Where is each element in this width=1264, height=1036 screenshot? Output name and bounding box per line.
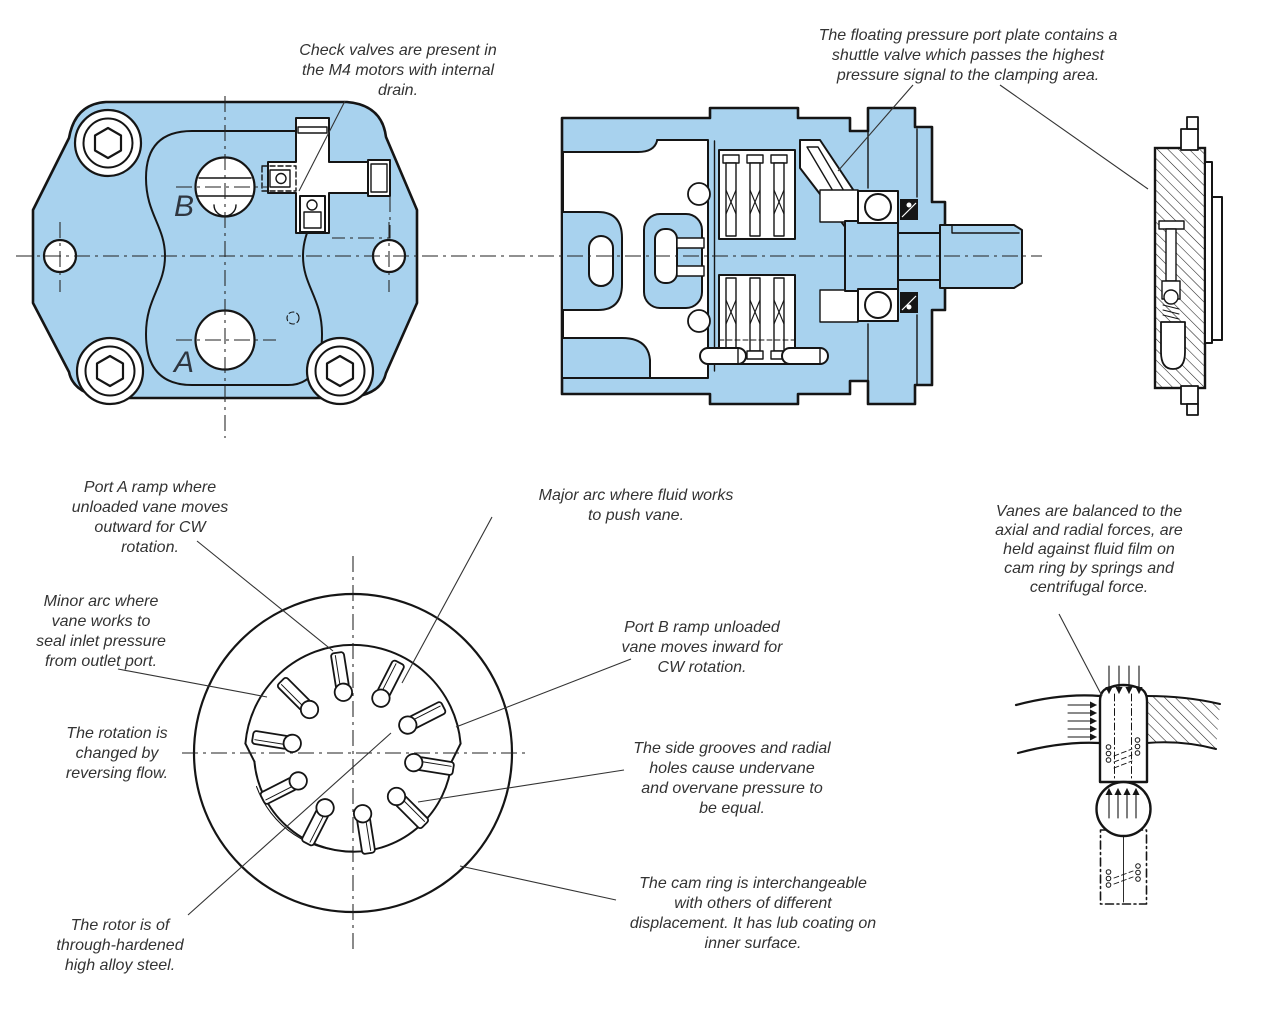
port-plate-figure — [1153, 116, 1223, 416]
port-a-label: A — [172, 346, 194, 379]
vane-detail-figure — [1014, 665, 1221, 905]
svg-text:changed by: changed by — [76, 745, 160, 762]
shaft-seal-top — [900, 199, 918, 220]
svg-text:reversing flow.: reversing flow. — [66, 765, 168, 782]
leader-lines — [117, 84, 1149, 916]
section-vane — [770, 277, 788, 360]
section-vane — [722, 154, 740, 237]
svg-text:vane works to: vane works to — [52, 613, 151, 630]
svg-text:from outlet port.: from outlet port. — [45, 653, 157, 670]
kidney-slot — [588, 235, 614, 287]
svg-text:pressure signal to the clampin: pressure signal to the clamping area. — [836, 67, 1099, 84]
radial-force-arrows — [1067, 701, 1098, 741]
annotations: Check valves are present in the M4 motor… — [36, 27, 1183, 974]
svg-text:inner surface.: inner surface. — [705, 935, 802, 952]
svg-text:outward for CW: outward for CW — [94, 519, 207, 536]
hex-bolt-top-left-icon — [73, 108, 143, 178]
cam-ring-section-hatched — [1147, 696, 1220, 749]
svg-text:unloaded vane moves: unloaded vane moves — [72, 499, 229, 516]
annotation-port-b-ramp: Port B ramp unloaded — [624, 619, 781, 636]
leader-port-b-ramp — [455, 658, 632, 728]
svg-text:shuttle valve which passes the: shuttle valve which passes the highest — [832, 47, 1105, 64]
annotation-rotor: The rotor is of — [71, 917, 171, 934]
bearing-top — [857, 190, 899, 224]
cavity-notch-bottom — [819, 289, 859, 323]
leader-floating-plate-right — [999, 84, 1149, 190]
svg-text:held against fluid film on: held against fluid film on — [1003, 541, 1175, 558]
section-vane — [746, 277, 764, 360]
vane-base-pin — [1095, 780, 1152, 838]
cavity-notch-top — [819, 189, 859, 223]
svg-text:CW rotation.: CW rotation. — [658, 659, 747, 676]
svg-text:to push vane.: to push vane. — [588, 507, 684, 524]
svg-text:through-hardened: through-hardened — [56, 937, 184, 954]
lower-wedge — [561, 337, 651, 379]
annotation-major-arc: Major arc where fluid works — [539, 487, 734, 504]
svg-text:with others of different: with others of different — [674, 895, 832, 912]
plate-tab-bottom — [1180, 385, 1199, 405]
svg-text:rotation.: rotation. — [121, 539, 179, 556]
annotation-rotation: The rotation is — [66, 725, 167, 742]
housing-bolt — [699, 347, 747, 365]
annotation-check-valves: Check valves are present in — [299, 42, 497, 59]
right-fitting — [367, 159, 391, 197]
annotation-vanes-balanced: Vanes are balanced to the — [996, 503, 1182, 520]
leader-side-grooves — [417, 769, 625, 803]
leader-floating-plate-left — [837, 84, 914, 172]
dowel-stub-top — [687, 182, 711, 206]
annotation-cam-ring: The cam ring is interchangeable — [639, 875, 867, 892]
svg-text:holes cause undervane: holes cause undervane — [649, 760, 815, 777]
port-b-label: B — [174, 190, 194, 223]
undervane-force-arrows — [1105, 787, 1140, 819]
leader-cam-ring — [459, 865, 617, 901]
plate-tab-top — [1180, 128, 1199, 151]
wear-plate — [1204, 161, 1213, 344]
svg-text:high alloy steel.: high alloy steel. — [65, 957, 175, 974]
svg-text:axial and radial forces, are: axial and radial forces, are — [995, 522, 1183, 539]
housing-bolt — [781, 347, 829, 365]
annotation-minor-arc: Minor arc where — [44, 593, 159, 610]
vane-springs-upper — [1105, 737, 1141, 769]
rotor-vanes — [251, 651, 455, 855]
hex-bolt-bottom-right-icon — [305, 336, 375, 406]
svg-text:vane moves inward for: vane moves inward for — [622, 639, 784, 656]
leader-minor-arc — [117, 668, 268, 698]
overvane-force-arrows — [1105, 665, 1143, 695]
leader-rotor — [187, 732, 392, 916]
bearing-bottom — [857, 288, 899, 322]
svg-text:cam ring by springs and: cam ring by springs and — [1004, 560, 1175, 577]
leader-check-valves — [298, 100, 346, 192]
svg-text:centrifugal force.: centrifugal force. — [1030, 579, 1148, 596]
shaft-seal-bottom — [900, 292, 918, 313]
svg-text:drain.: drain. — [378, 82, 418, 99]
pin-hole-dashed — [286, 311, 300, 325]
plate-shuttle-valve — [1158, 220, 1186, 370]
section-vane — [722, 277, 740, 360]
vane-body — [1098, 683, 1149, 784]
svg-text:and overvane pressure to: and overvane pressure to — [641, 780, 823, 797]
seal-plate — [1211, 196, 1223, 341]
annotation-port-a-ramp: Port A ramp where — [84, 479, 216, 496]
cam-ring-figure — [182, 556, 528, 950]
annotation-side-grooves: The side grooves and radial — [633, 740, 831, 757]
shaft-keyway — [951, 224, 1020, 234]
leader-port-a-ramp — [196, 540, 334, 652]
svg-text:seal inlet pressure: seal inlet pressure — [36, 633, 166, 650]
leader-vanes-balanced — [1058, 613, 1103, 697]
leader-major-arc — [401, 516, 493, 684]
svg-text:be equal.: be equal. — [699, 800, 765, 817]
vane-block-top — [718, 149, 796, 240]
check-valve-passage — [261, 117, 391, 239]
front-view-figure: B A — [31, 96, 419, 438]
dowel-stub-bottom — [687, 309, 711, 333]
svg-text:the M4 motors with internal: the M4 motors with internal — [302, 62, 495, 79]
section-vane — [746, 154, 764, 237]
section-vane — [770, 154, 788, 237]
svg-text:displacement. It has lub coati: displacement. It has lub coating on — [630, 915, 876, 932]
hex-bolt-bottom-left-icon — [75, 336, 145, 406]
annotation-floating-plate: The floating pressure port plate contain… — [819, 27, 1118, 44]
